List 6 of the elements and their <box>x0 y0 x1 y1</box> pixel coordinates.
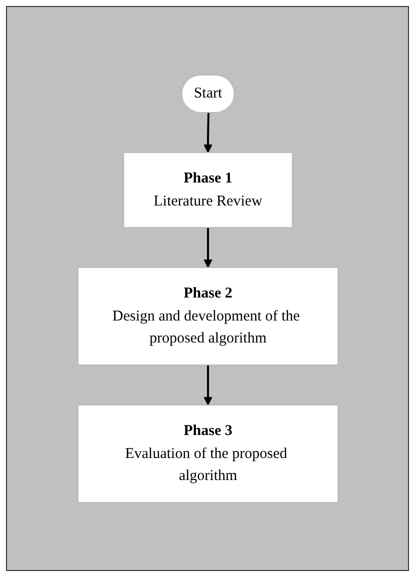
arrow <box>203 227 212 268</box>
arrow <box>203 112 212 153</box>
node-box: Phase 3 Evaluation of the proposed algorithm <box>77 404 338 503</box>
node-box: Phase 2 Design and development of the proposed algorithm <box>77 266 338 366</box>
arrow <box>203 364 212 406</box>
node-box: Phase 1 Literature Review <box>122 152 292 228</box>
